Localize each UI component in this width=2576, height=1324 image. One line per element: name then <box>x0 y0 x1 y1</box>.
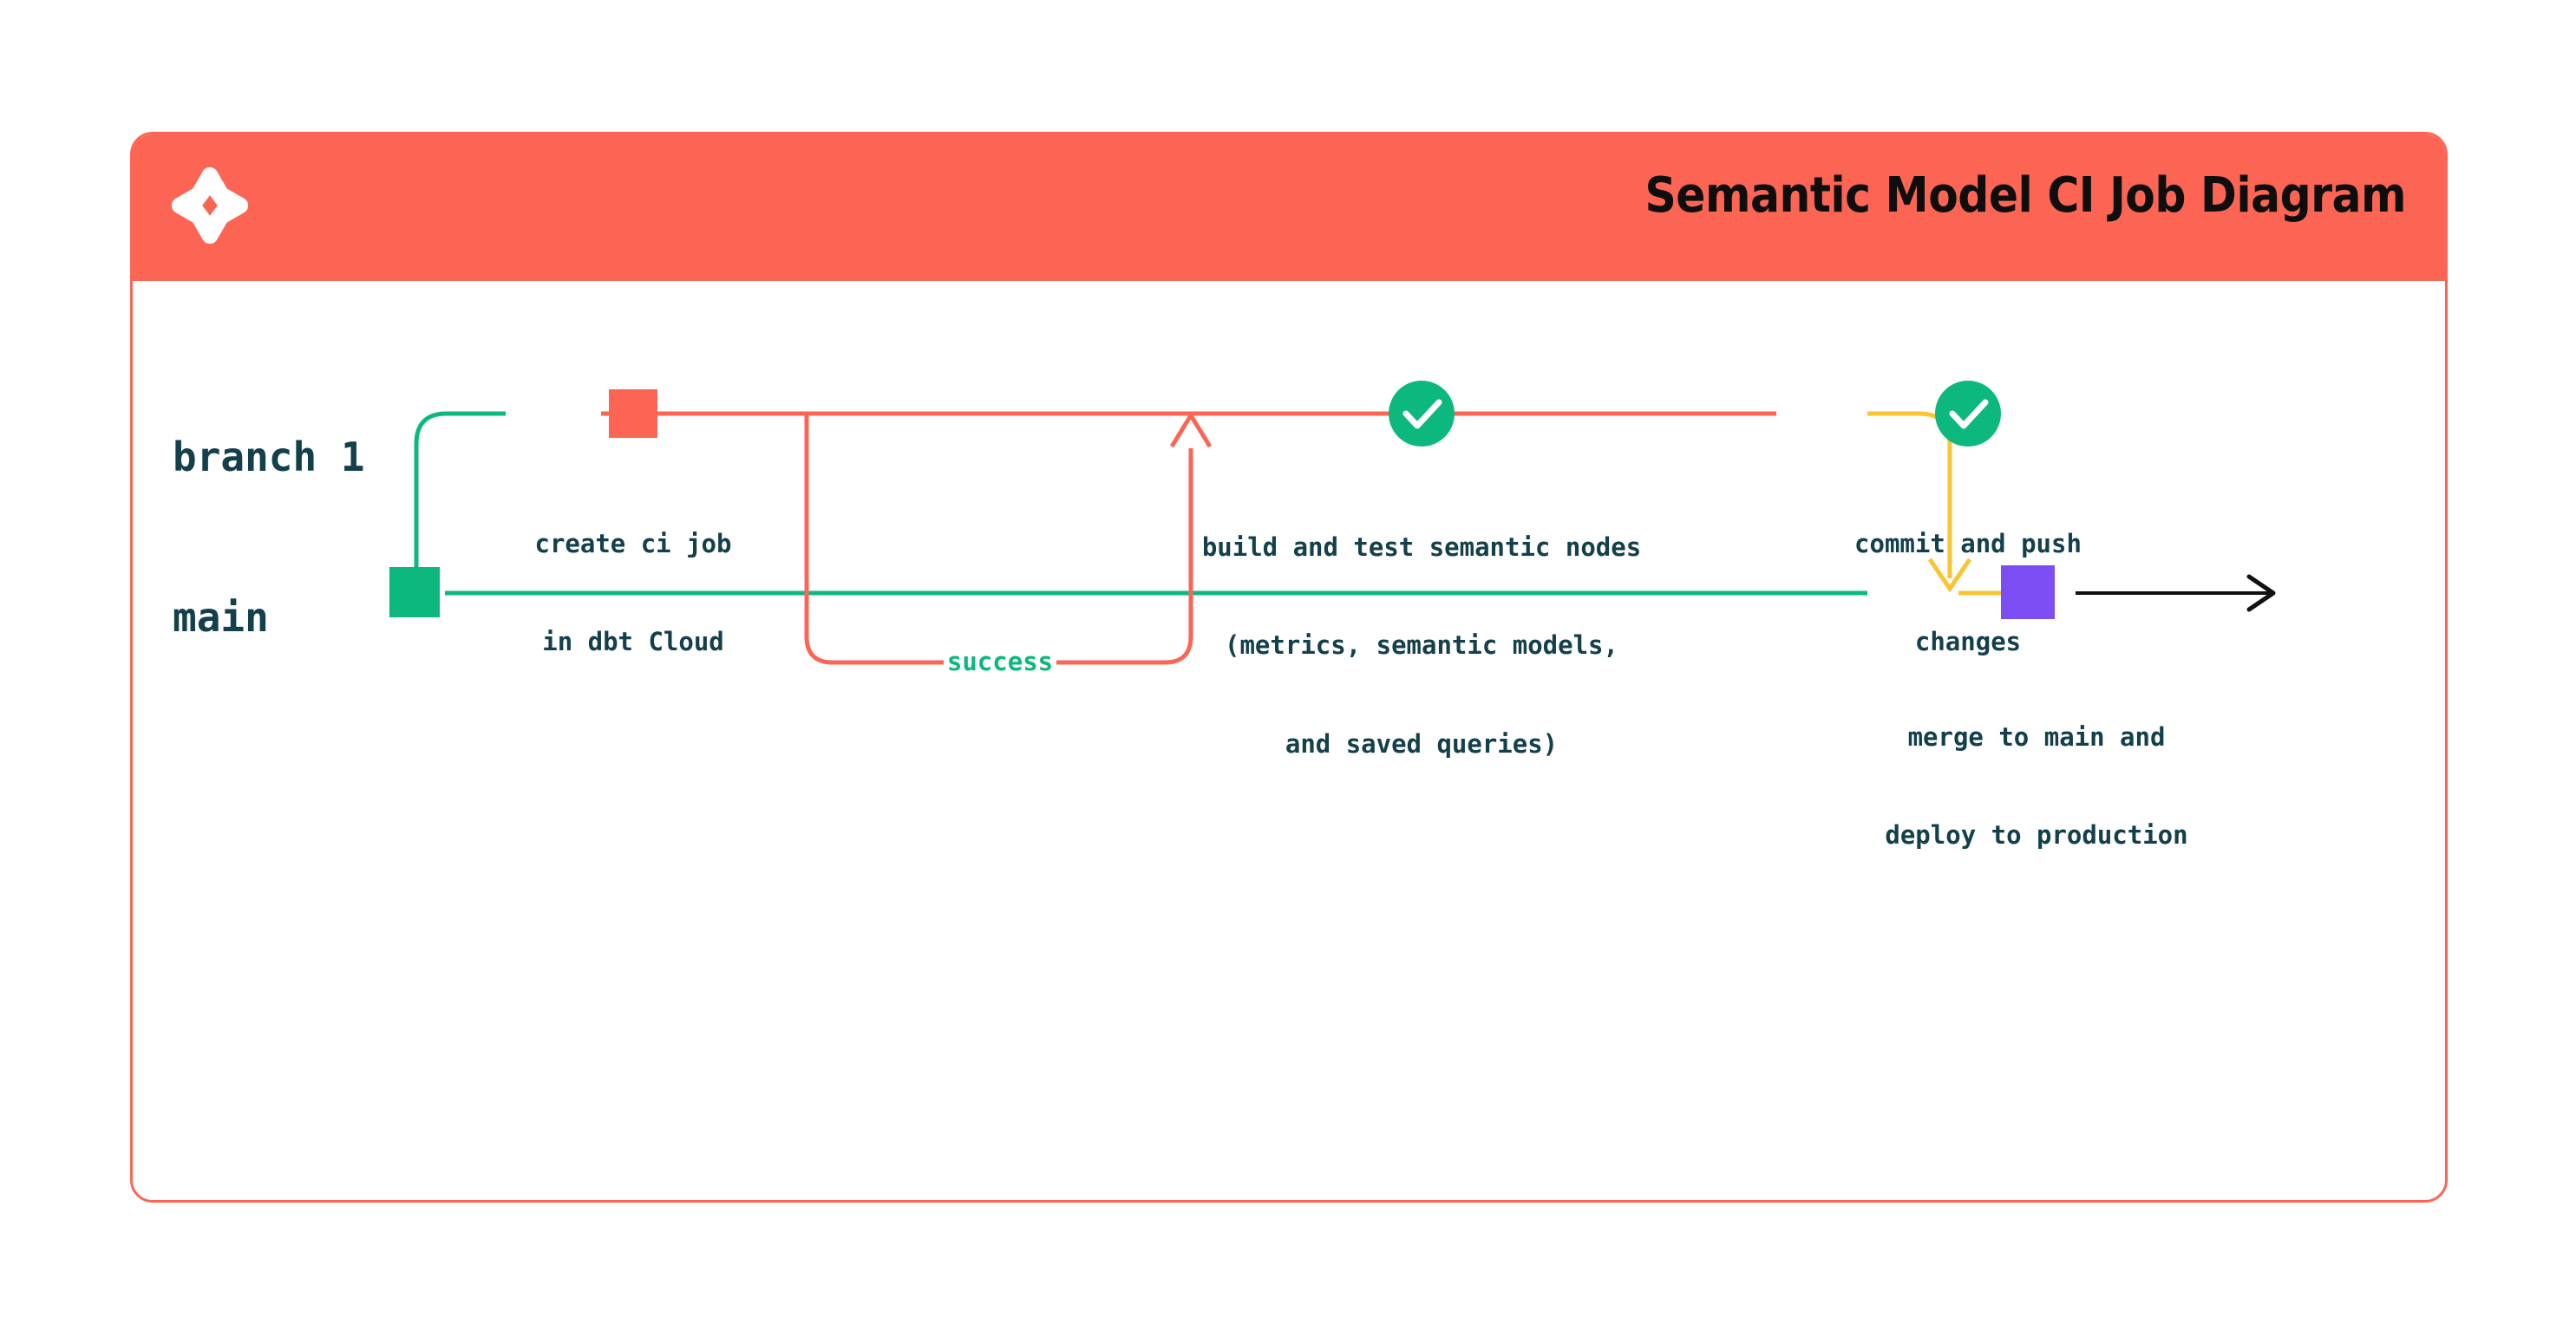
node-label-create-ci-job: create ci job in dbt Cloud <box>516 463 750 725</box>
node-label-line: merge to main and <box>1907 722 2166 753</box>
arrow-right-icon <box>2246 574 2276 612</box>
success-loop-left <box>804 415 944 665</box>
success-loop-right <box>1056 448 1193 665</box>
node-commit-and-push[interactable] <box>1935 381 2001 447</box>
node-label-line: and saved queries) <box>1285 728 1559 759</box>
node-build-and-test[interactable] <box>1389 381 1455 447</box>
diagram-body: branch 1 main create ci job in dbt Cloud… <box>133 284 2445 1200</box>
node-label-line: create ci job <box>534 529 732 559</box>
card-header: Semantic Model CI Job Diagram <box>133 134 2445 281</box>
node-label-merge-to-main: merge to main and deploy to production <box>1768 656 2305 918</box>
node-merge-to-main[interactable] <box>2001 565 2055 619</box>
node-create-ci-job[interactable] <box>609 389 657 438</box>
node-label-line: deploy to production <box>1885 820 2188 851</box>
node-label-commit-and-push: commit and push changes <box>1725 463 2211 725</box>
check-icon <box>1949 399 1989 429</box>
page-title: Semantic Model CI Job Diagram <box>1644 167 2406 224</box>
node-label-line: in dbt Cloud <box>542 627 724 657</box>
edge-label-success: success <box>946 647 1054 676</box>
merge-arrow-down-icon <box>1927 558 1972 593</box>
node-main-start[interactable] <box>389 567 440 617</box>
node-label-line: (metrics, semantic models, <box>1225 630 1618 661</box>
branch-fork-line <box>414 411 506 593</box>
node-label-line: commit and push <box>1854 529 2082 559</box>
success-loop-arrow-up-icon <box>1169 411 1213 448</box>
lane-label-main: main <box>173 594 269 641</box>
diagram-canvas <box>389 381 2276 665</box>
node-label-line: build and test semantic nodes <box>1201 532 1642 563</box>
lane-label-branch-1: branch 1 <box>173 434 365 480</box>
node-label-line: changes <box>1914 627 2022 657</box>
check-icon <box>1402 399 1442 429</box>
diagram-card: Semantic Model CI Job Diagram <box>130 132 2448 1203</box>
node-label-build-and-test: build and test semantic nodes (metrics, … <box>1044 466 1799 826</box>
dbt-logo-icon <box>167 164 252 249</box>
